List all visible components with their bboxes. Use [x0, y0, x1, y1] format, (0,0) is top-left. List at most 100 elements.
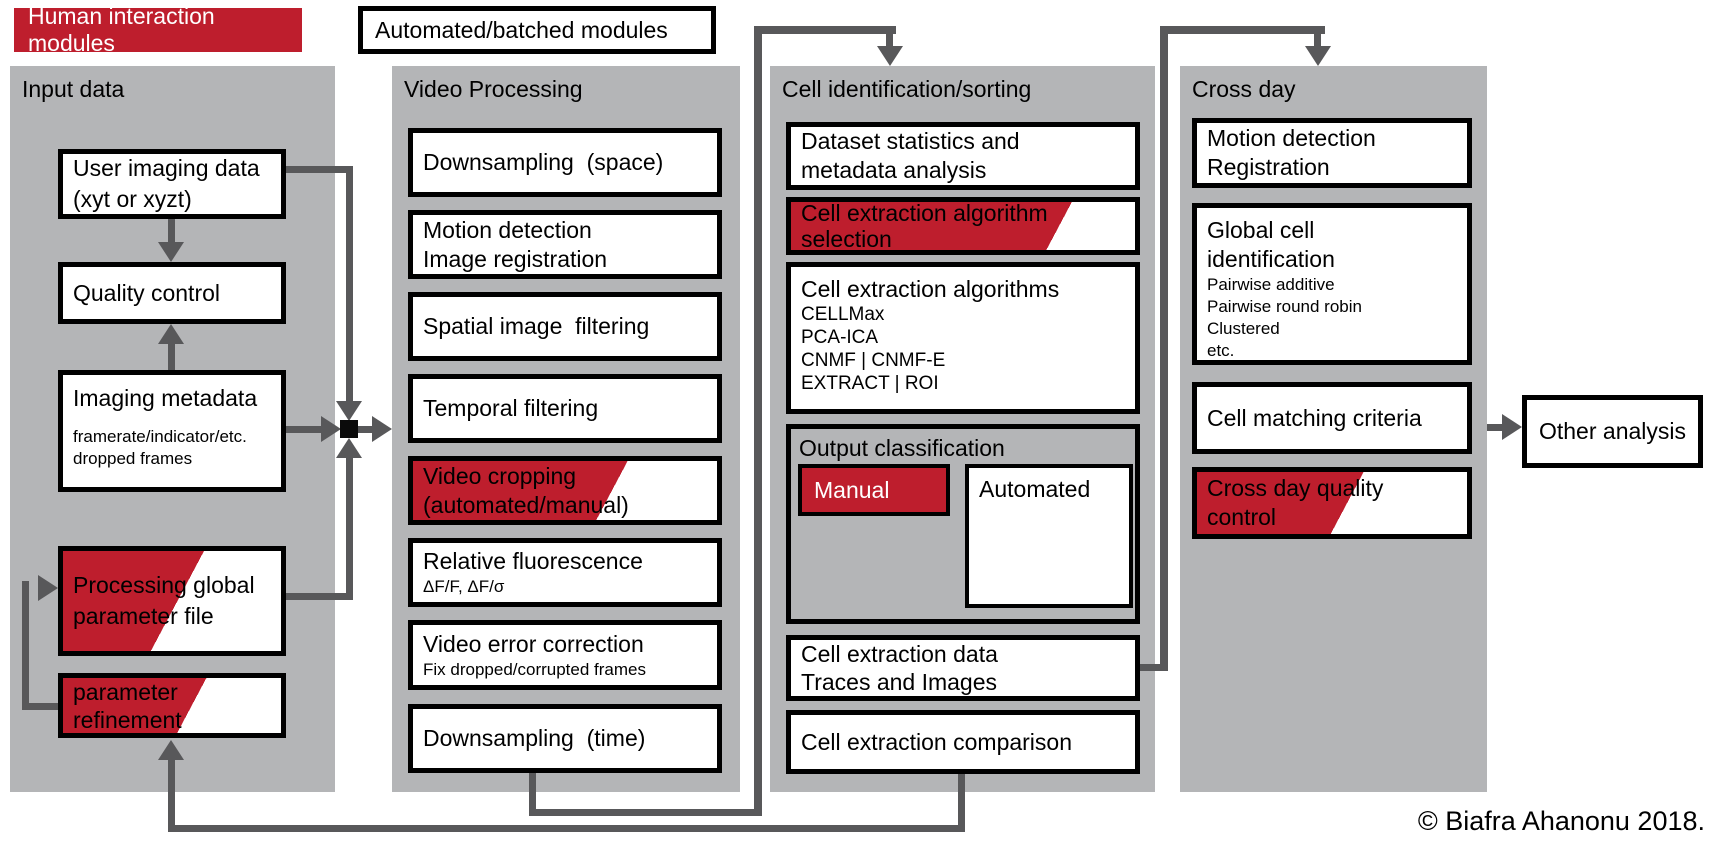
connector-top-elbow-cellid [754, 26, 896, 34]
connector-cellid-drop [886, 26, 893, 48]
box-dataset-statistics: Dataset statistics and metadata analysis [786, 122, 1140, 190]
connector-extractiondata-right [1140, 664, 1168, 671]
box-line: Dataset statistics and [801, 128, 1020, 154]
arrowhead-into-refinement [158, 740, 184, 760]
arrowhead-into-quality-top [158, 242, 184, 262]
box-cell-extraction-algorithms: Cell extraction algorithms CELLMax PCA-I… [786, 262, 1140, 414]
box-imaging-metadata: Imaging metadata framerate/indicator/etc… [58, 370, 286, 492]
box-relative-fluorescence: Relative fluorescence ΔF/F, ΔF/σ [408, 538, 722, 607]
arrowhead-into-quality-bottom [158, 324, 184, 344]
connector-feedback-up [168, 760, 175, 832]
arrowhead-into-node-top [336, 401, 362, 421]
legend-human-interaction-modules: Human interaction modules [14, 3, 302, 56]
box-line: Cross day quality [1207, 475, 1384, 501]
box-cell-extraction-algorithm-selection: Cell extraction algorithm selection [786, 197, 1140, 255]
box-line: Motion detection [1207, 125, 1376, 151]
box-parameter-refinement: parameter refinement [58, 673, 286, 738]
box-line: Temporal filtering [423, 395, 599, 421]
arrowhead-into-cellid-column [877, 46, 903, 66]
box-other-analysis: Other analysis [1522, 395, 1703, 468]
box-line: Cell extraction algorithm [801, 200, 1048, 226]
box-line: Cell matching criteria [1207, 404, 1422, 431]
connector-video-bottom-horizontal [529, 809, 762, 816]
box-line: Cell extraction data [801, 641, 998, 667]
connector-paramfile-up [346, 458, 353, 600]
box-subline: Clustered [1207, 319, 1280, 338]
box-downsampling-time: Downsampling (time) [408, 704, 722, 773]
output-classification-label: Output classification [799, 435, 1005, 461]
box-item: EXTRACT | ROI [801, 373, 939, 394]
connector-riser-video-to-top [754, 26, 762, 816]
copyright-text: © Biafra Ahanonu 2018. [1417, 806, 1705, 836]
box-global-cell-identification: Global cell identification Pairwise addi… [1192, 203, 1472, 365]
box-item: CNMF | CNMF-E [801, 350, 946, 371]
connector-feedback-horizontal [168, 825, 965, 832]
connector-refine-left [22, 703, 58, 710]
connector-crossday-drop [1314, 26, 1321, 48]
box-line: Downsampling (space) [423, 149, 664, 175]
box-line: Cell extraction algorithms [801, 276, 1060, 302]
box-motion-detection-registration: Motion detection Image registration [408, 210, 722, 279]
connector-paramfile-right [286, 593, 353, 600]
connector-metadata-right [286, 426, 323, 433]
box-automated-classification: Automated [965, 464, 1133, 608]
box-line: User imaging data [73, 155, 260, 181]
box-line: (xyt or xyzt) [73, 186, 192, 212]
legend-automated-batched-modules: Automated/batched modules [358, 6, 716, 54]
box-user-imaging-data: User imaging data (xyt or xyzt) [58, 149, 286, 219]
column-title-input-data: Input data [22, 76, 125, 102]
box-line: Quality control [73, 279, 221, 306]
box-line: parameter file [73, 603, 214, 629]
box-subline: Pairwise additive [1207, 275, 1335, 294]
arrowhead-into-node-left [321, 416, 341, 442]
arrowhead-into-crossday-column [1305, 46, 1331, 66]
box-line: parameter [73, 678, 178, 705]
arrowhead-into-other-analysis [1502, 414, 1522, 440]
arrowhead-into-paramfile [38, 575, 58, 601]
column-title-video-processing: Video Processing [404, 76, 583, 102]
connector-metadata-to-quality [168, 344, 175, 370]
box-cell-extraction-data: Cell extraction data Traces and Images [786, 635, 1140, 701]
connector-node-to-video [356, 426, 374, 433]
box-line: Traces and Images [801, 669, 998, 695]
box-quality-control: Quality control [58, 262, 286, 324]
box-processing-global-parameter-file: Processing global parameter file [58, 546, 286, 656]
box-line: Processing global [73, 572, 255, 598]
box-video-cropping: Video cropping (automated/manual) [408, 456, 722, 525]
box-line: Manual [814, 476, 890, 503]
box-subline: etc. [1207, 341, 1235, 360]
box-line: selection [801, 226, 892, 252]
box-subline: framerate/indicator/etc. [73, 427, 247, 446]
box-line: Imaging metadata [73, 385, 258, 411]
box-line: Registration [1207, 154, 1330, 180]
box-line: refinement [73, 706, 182, 733]
box-video-error-correction: Video error correction Fix dropped/corru… [408, 620, 722, 690]
box-line: Downsampling (time) [423, 725, 646, 751]
connector-comparison-down [958, 774, 965, 832]
box-crossday-quality-control: Cross day quality control [1192, 467, 1472, 539]
box-line: (automated/manual) [423, 491, 629, 518]
box-item: PCA-ICA [801, 327, 879, 348]
connector-riser-cellid-to-top [1160, 26, 1168, 671]
arrowhead-into-node-bottom [336, 438, 362, 458]
box-temporal-filtering: Temporal filtering [408, 374, 722, 443]
connector-user-to-quality [168, 219, 175, 242]
box-downsampling-space: Downsampling (space) [408, 128, 722, 197]
box-line: Other analysis [1538, 418, 1686, 444]
box-line: metadata analysis [801, 157, 987, 183]
box-subline: Fix dropped/corrupted frames [423, 659, 646, 679]
box-line: control [1207, 504, 1277, 530]
connector-to-other-analysis [1487, 424, 1504, 431]
connector-top-elbow-crossday [1160, 26, 1325, 34]
box-line: identification [1207, 246, 1335, 272]
box-line: Spatial image filtering [423, 313, 650, 339]
box-manual-classification: Manual [798, 464, 950, 516]
box-line: Motion detection [423, 216, 592, 243]
box-item: CELLMax [801, 304, 885, 325]
box-subline: dropped frames [73, 449, 193, 468]
box-line: Video cropping [423, 462, 577, 489]
box-spatial-image-filtering: Spatial image filtering [408, 292, 722, 361]
connector-user-imaging-right [286, 166, 353, 173]
box-cell-extraction-comparison: Cell extraction comparison [786, 710, 1140, 774]
